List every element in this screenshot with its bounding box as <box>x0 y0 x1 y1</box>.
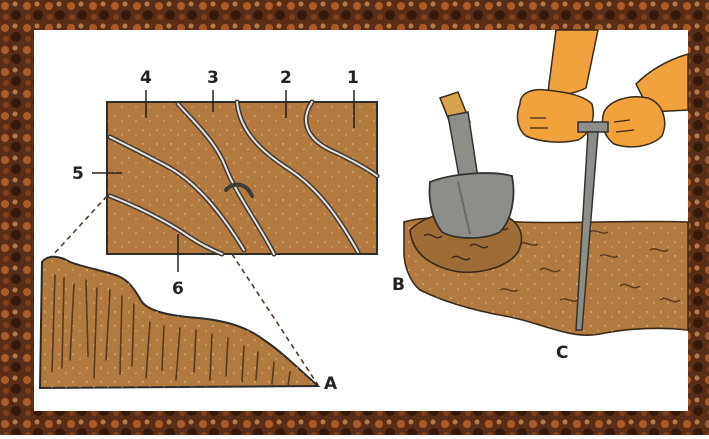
label-1: 1 <box>347 68 359 88</box>
label-4: 4 <box>140 68 152 88</box>
label-6: 6 <box>172 279 184 299</box>
label-3: 3 <box>207 68 219 88</box>
label-5: 5 <box>72 164 84 184</box>
label-b: B <box>392 275 405 295</box>
label-a: A <box>324 374 338 394</box>
label-2: 2 <box>280 68 292 88</box>
label-c: C <box>556 343 568 363</box>
